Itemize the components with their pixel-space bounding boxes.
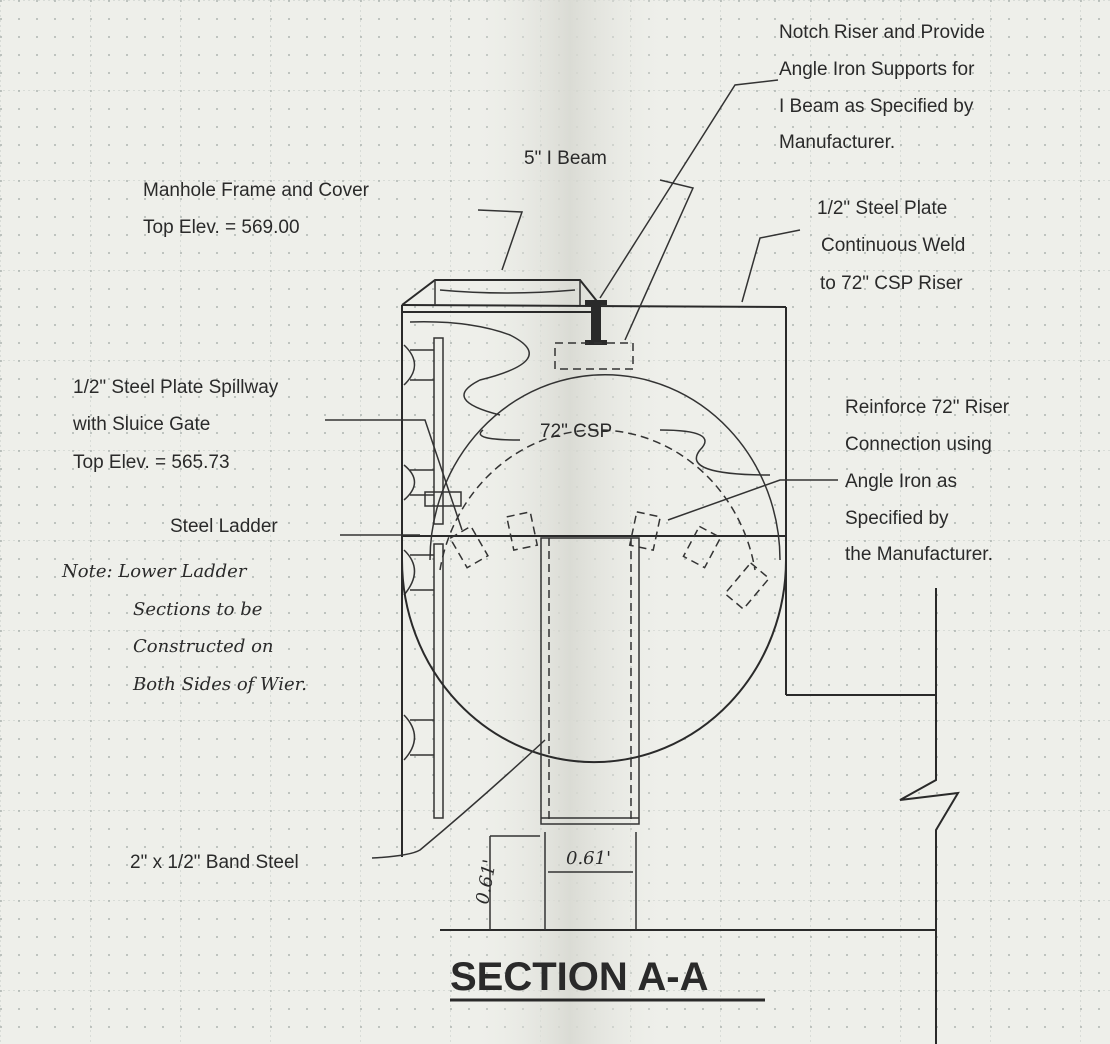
i-beam-label: 5" I Beam [524, 148, 607, 169]
channel-walls [786, 588, 960, 1044]
reinforce-label-line-3: Angle Iron as [845, 471, 957, 492]
spillway-label-line-1: 1/2" Steel Plate Spillway [73, 377, 279, 398]
steel-plate-label-line-2: Continuous Weld [821, 235, 965, 256]
band-steel-label: 2" x 1/2" Band Steel [130, 852, 299, 873]
note-line-2: Sections to be [133, 599, 262, 620]
note-line-1: Note: Lower Ladder [61, 561, 248, 582]
angle-iron-support [554, 342, 634, 370]
weir-band-steel [540, 537, 640, 825]
notch-riser-line-2: Angle Iron Supports for [779, 59, 975, 80]
note-line-3: Constructed on [133, 636, 274, 657]
i-beam-section [591, 302, 601, 344]
steel-ladder-label: Steel Ladder [170, 516, 278, 537]
manhole-frame [401, 279, 601, 306]
notch-riser-line-4: Manufacturer. [779, 132, 895, 153]
csp-circle [401, 559, 787, 764]
notch-riser-line-3: I Beam as Specified by [779, 96, 974, 117]
csp-pipe-section [401, 373, 936, 931]
steel-plate-label-line-1: 1/2" Steel Plate [817, 198, 947, 219]
spillway-label-line-3: Top Elev. = 565.73 [73, 452, 230, 473]
section-title: SECTION A-A [450, 955, 709, 999]
notch-riser-line-1: Notch Riser and Provide [779, 22, 985, 43]
csp-label: 72" CSP [540, 421, 612, 442]
note-line-4: Both Sides of Wier. [132, 674, 307, 695]
steel-plate-label-line-3: to 72" CSP Riser [820, 273, 963, 294]
reinforce-label-line-2: Connection using [845, 434, 992, 455]
manhole-label-line-2: Top Elev. = 569.00 [143, 217, 300, 238]
spillway-plate [433, 337, 444, 525]
manhole-label-line-1: Manhole Frame and Cover [143, 180, 370, 201]
annotations: Notch Riser and Provide Angle Iron Suppo… [61, 22, 1010, 1002]
spillway-label-line-2: with Sluice Gate [72, 414, 210, 435]
riser-structure [401, 279, 787, 857]
reinforce-label-line-1: Reinforce 72" Riser [845, 397, 1010, 418]
reinforce-label-line-5: the Manufacturer. [845, 544, 993, 565]
reinforce-label-line-4: Specified by [845, 508, 949, 529]
dim-horizontal: 0.61' [566, 848, 611, 869]
leader-lines [325, 79, 838, 859]
lower-ladder [433, 543, 444, 819]
